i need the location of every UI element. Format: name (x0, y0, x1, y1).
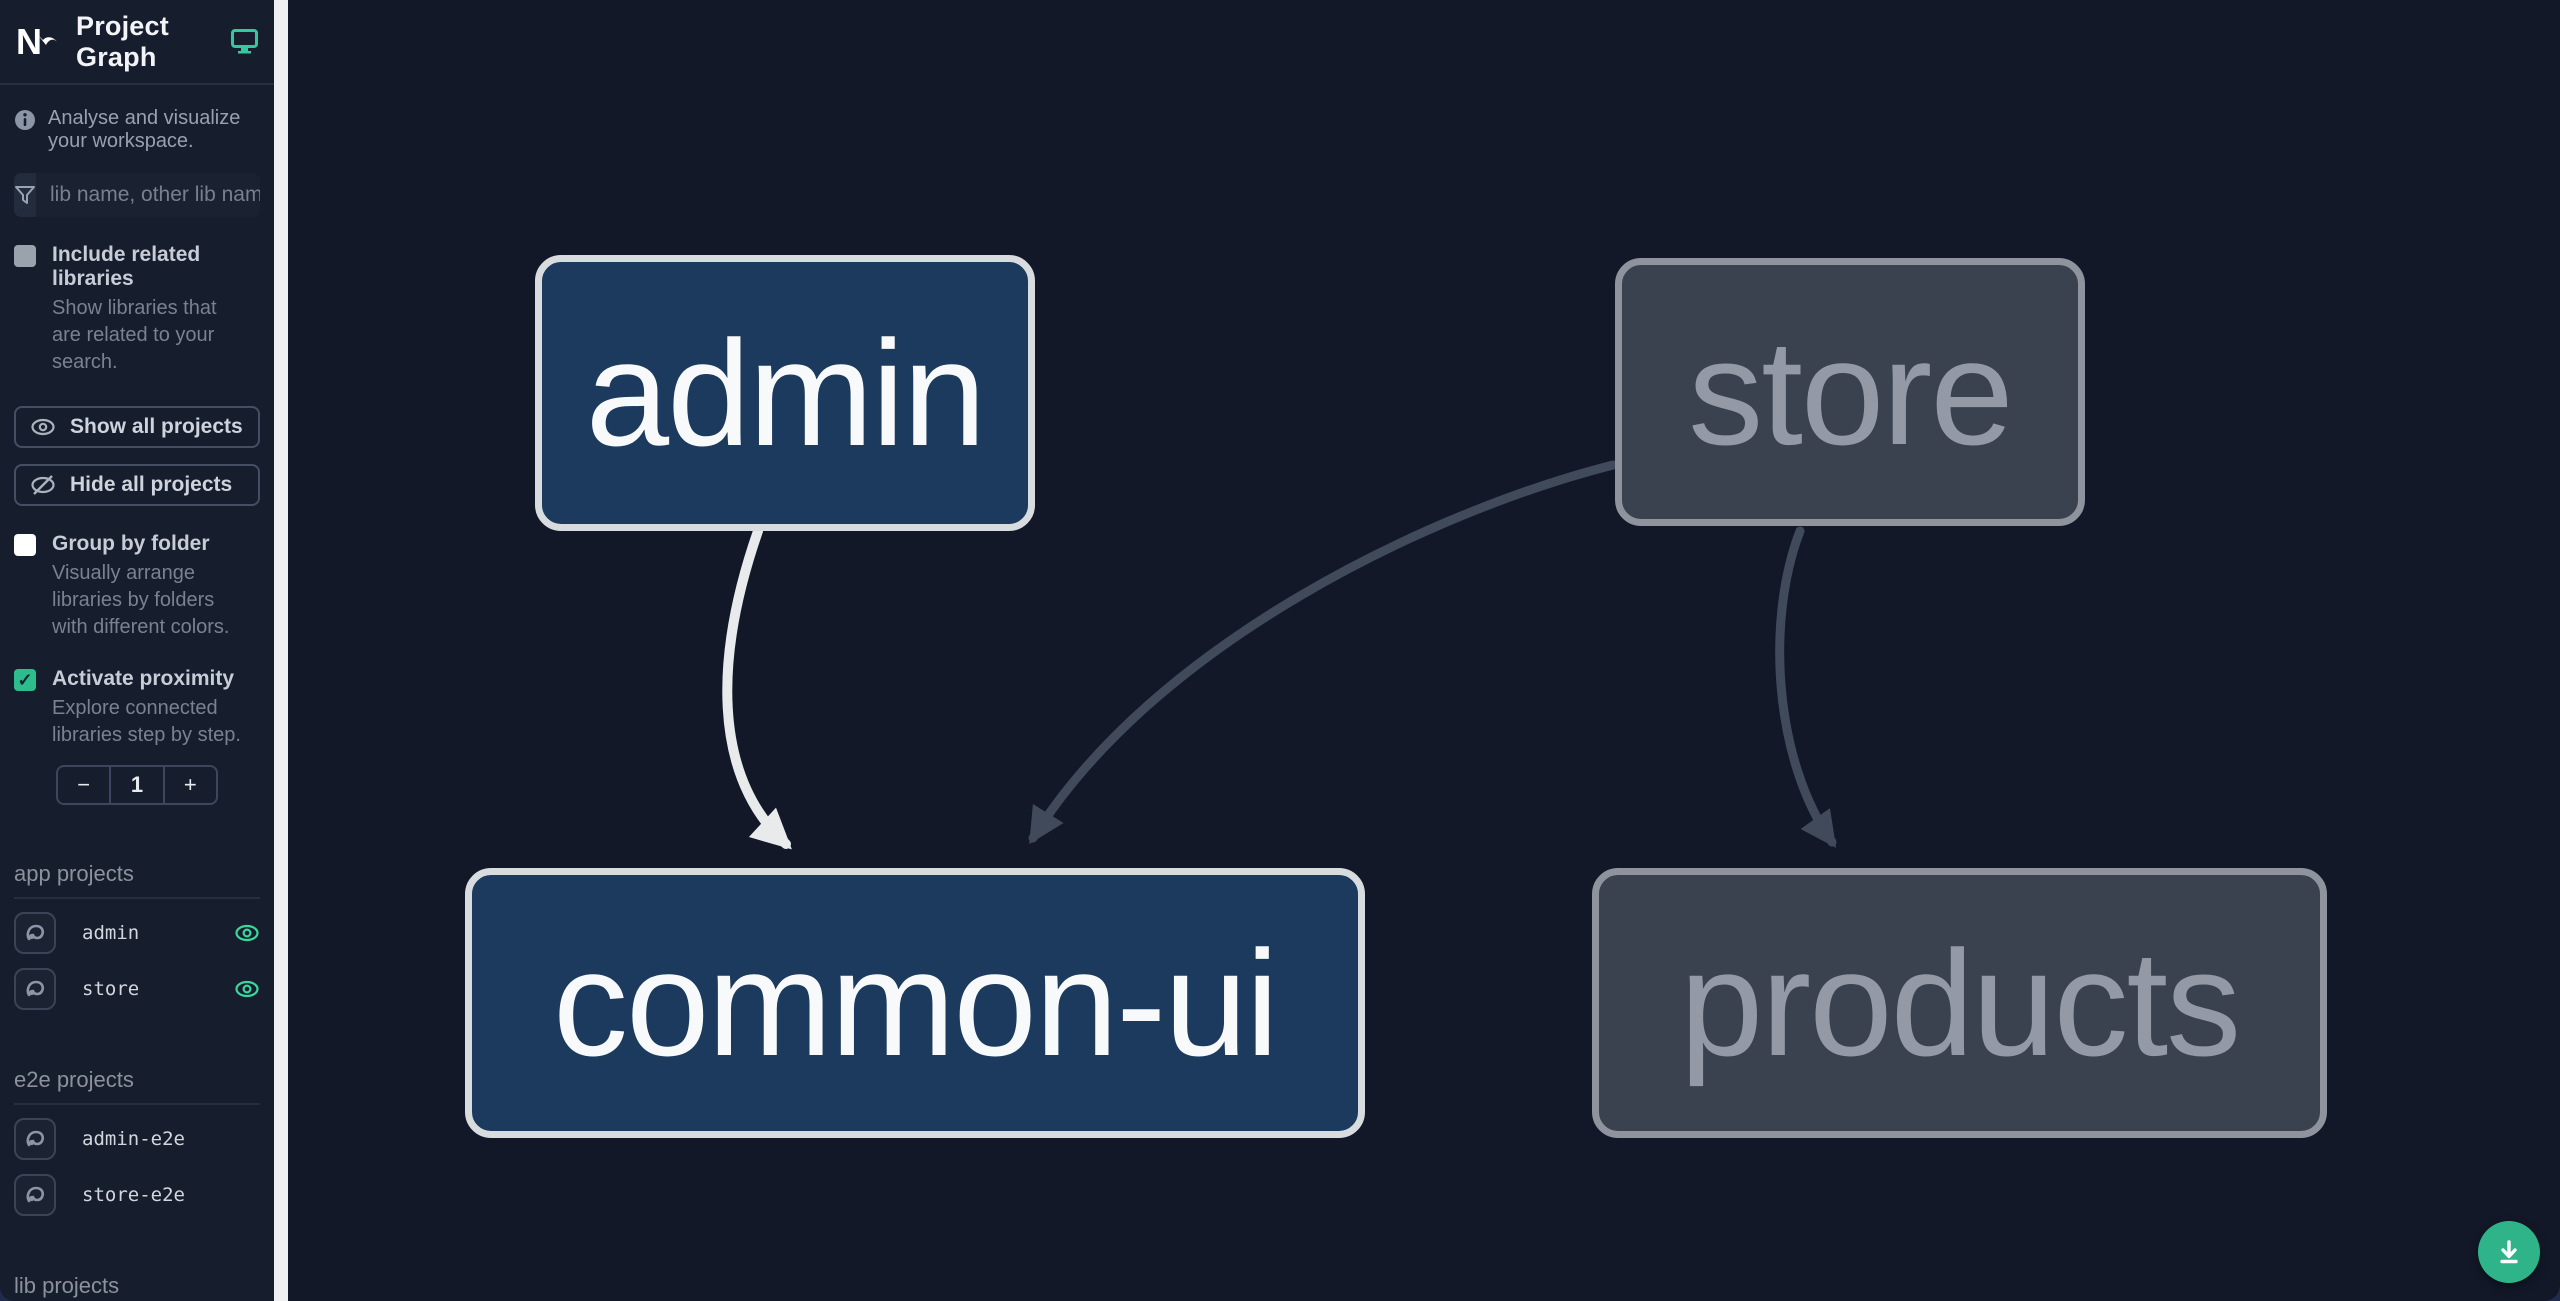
focus-project-icon (26, 1186, 45, 1203)
node-label: common-ui (553, 918, 1279, 1087)
filter-icon-cell (14, 173, 36, 217)
graph-canvas[interactable]: admin store common-ui products (288, 0, 2560, 1301)
dependency-edges (722, 460, 1837, 850)
eye-icon (235, 924, 259, 942)
eye-off-icon (31, 475, 55, 495)
focus-project-button[interactable] (14, 1174, 56, 1216)
increment-button[interactable]: + (162, 767, 216, 803)
project-name[interactable]: store (82, 978, 140, 1000)
hide-all-projects-button[interactable]: Hide all projects (14, 464, 260, 506)
project-row-admin-e2e: admin-e2e (14, 1117, 260, 1161)
proximity-depth-stepper: − 1 + (56, 765, 218, 805)
focus-project-icon (26, 1130, 45, 1147)
node-label: store (1688, 307, 2013, 476)
hide-all-projects-label: Hide all projects (70, 473, 233, 496)
show-all-projects-label: Show all projects (70, 415, 243, 438)
checkmark-icon: ✓ (17, 669, 33, 690)
focus-project-icon (26, 980, 45, 997)
graph-node-store[interactable]: store (1615, 258, 2085, 526)
activate-proximity-description: Explore connected libraries step by step… (52, 697, 241, 746)
filter-box (14, 173, 260, 217)
download-icon (2500, 1240, 2518, 1264)
project-row-store-e2e: store-e2e (14, 1173, 260, 1217)
focus-project-icon (26, 924, 45, 941)
focus-project-button[interactable] (14, 1118, 56, 1160)
graph-node-common-ui[interactable]: common-ui (465, 868, 1365, 1138)
workspace-tagline: Analyse and visualize your workspace. (0, 85, 274, 153)
project-row-store: store (14, 967, 260, 1011)
toggle-activate-proximity[interactable]: ✓ Activate proximity Explore connected l… (0, 667, 274, 749)
focus-project-button[interactable] (14, 912, 56, 954)
node-label: products (1679, 918, 2241, 1087)
sidebar-resizer-handle[interactable] (274, 0, 288, 1301)
edge-store-to-products[interactable] (1775, 526, 1837, 848)
include-related-description: Show libraries that are related to your … (52, 297, 217, 373)
decrement-button[interactable]: − (77, 772, 91, 797)
project-row-admin: admin (14, 911, 260, 955)
include-related-checkbox[interactable] (14, 245, 36, 267)
graph-node-admin[interactable]: admin (535, 255, 1035, 531)
show-all-projects-button[interactable]: Show all projects (14, 406, 260, 448)
activate-proximity-label: Activate proximity (52, 667, 235, 690)
download-image-button[interactable] (2478, 1221, 2540, 1283)
toggle-visibility-button[interactable] (234, 976, 260, 1002)
eye-icon (235, 980, 259, 998)
monitor-icon[interactable] (231, 29, 258, 54)
eye-icon (31, 418, 55, 436)
activate-proximity-checkbox[interactable]: ✓ (14, 669, 36, 691)
edge-admin-to-common-ui[interactable] (722, 526, 792, 850)
funnel-icon (15, 186, 35, 204)
graph-node-products[interactable]: products (1592, 868, 2327, 1138)
group-by-folder-label: Group by folder (52, 532, 210, 555)
project-name[interactable]: store-e2e (82, 1184, 185, 1206)
section-app-projects: app projects (14, 861, 260, 899)
node-label: admin (585, 308, 987, 477)
toggle-visibility-button[interactable] (234, 920, 260, 946)
edge-store-to-common-ui[interactable] (1028, 460, 1618, 845)
toggle-group-by-folder[interactable]: Group by folder Visually arrange librari… (0, 532, 274, 641)
section-e2e-projects: e2e projects (14, 1067, 260, 1105)
tagline-text: Analyse and visualize your workspace. (48, 107, 241, 152)
proximity-depth-value: 1 (109, 767, 162, 803)
filter-input[interactable] (36, 173, 260, 217)
sidebar-header: N Project Graph (0, 0, 274, 85)
nx-logo-icon: N (16, 21, 57, 62)
focus-project-button[interactable] (14, 968, 56, 1010)
group-by-folder-checkbox[interactable] (14, 534, 36, 556)
sidebar: N Project Graph Analyse and visualize yo… (0, 0, 274, 1301)
toggle-include-related[interactable]: Include related libraries Show libraries… (0, 243, 274, 376)
page-title: Project Graph (76, 10, 169, 72)
svg-text:N: N (16, 21, 42, 62)
info-icon (15, 110, 35, 130)
project-name[interactable]: admin (82, 922, 140, 944)
group-by-folder-description: Visually arrange libraries by folders wi… (52, 562, 230, 638)
include-related-label: Include related libraries (52, 243, 201, 290)
project-name[interactable]: admin-e2e (82, 1128, 185, 1150)
section-lib-projects: lib projects (14, 1273, 260, 1301)
